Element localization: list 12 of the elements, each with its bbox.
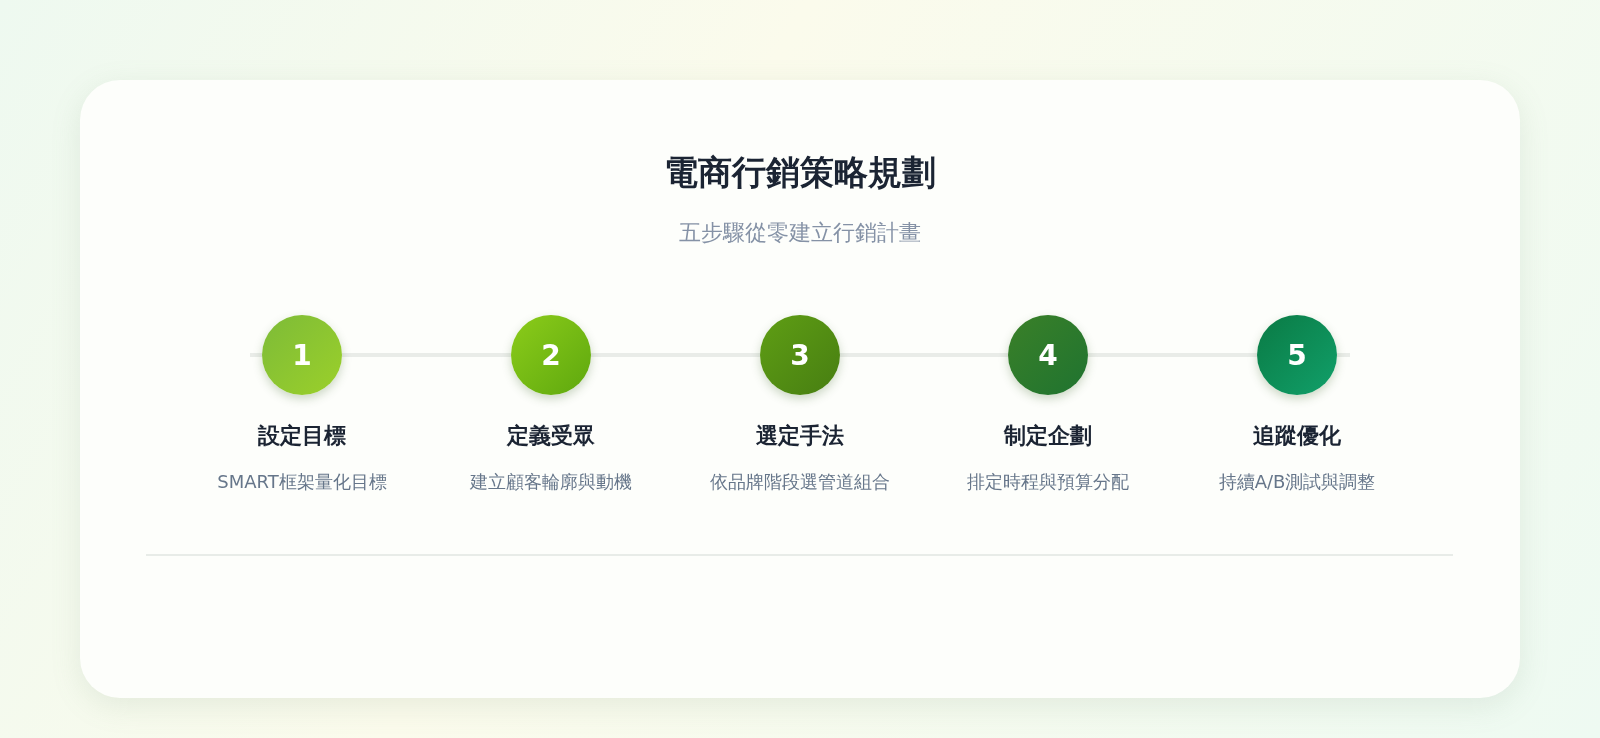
step-title: 制定企劃	[1002, 422, 1093, 450]
step-title: 設定目標	[257, 422, 347, 450]
step-description: SMART框架量化目標	[216, 470, 388, 494]
diagram-title: 電商行銷策略規劃	[663, 151, 937, 194]
step-title: 定義受眾	[505, 422, 596, 450]
step-title: 追蹤優化	[1252, 422, 1342, 450]
step-description: 依品牌階段選管道組合	[709, 470, 891, 494]
subtitle: 五步驟從零建立行銷計畫	[678, 219, 922, 247]
step-description: 建立顧客輪廓與動機	[469, 470, 633, 494]
step-description: 排定時程與預算分配	[966, 470, 1130, 494]
step-description: 持續A/B測試與調整	[1217, 470, 1377, 494]
step-title: 選定手法	[755, 422, 845, 450]
